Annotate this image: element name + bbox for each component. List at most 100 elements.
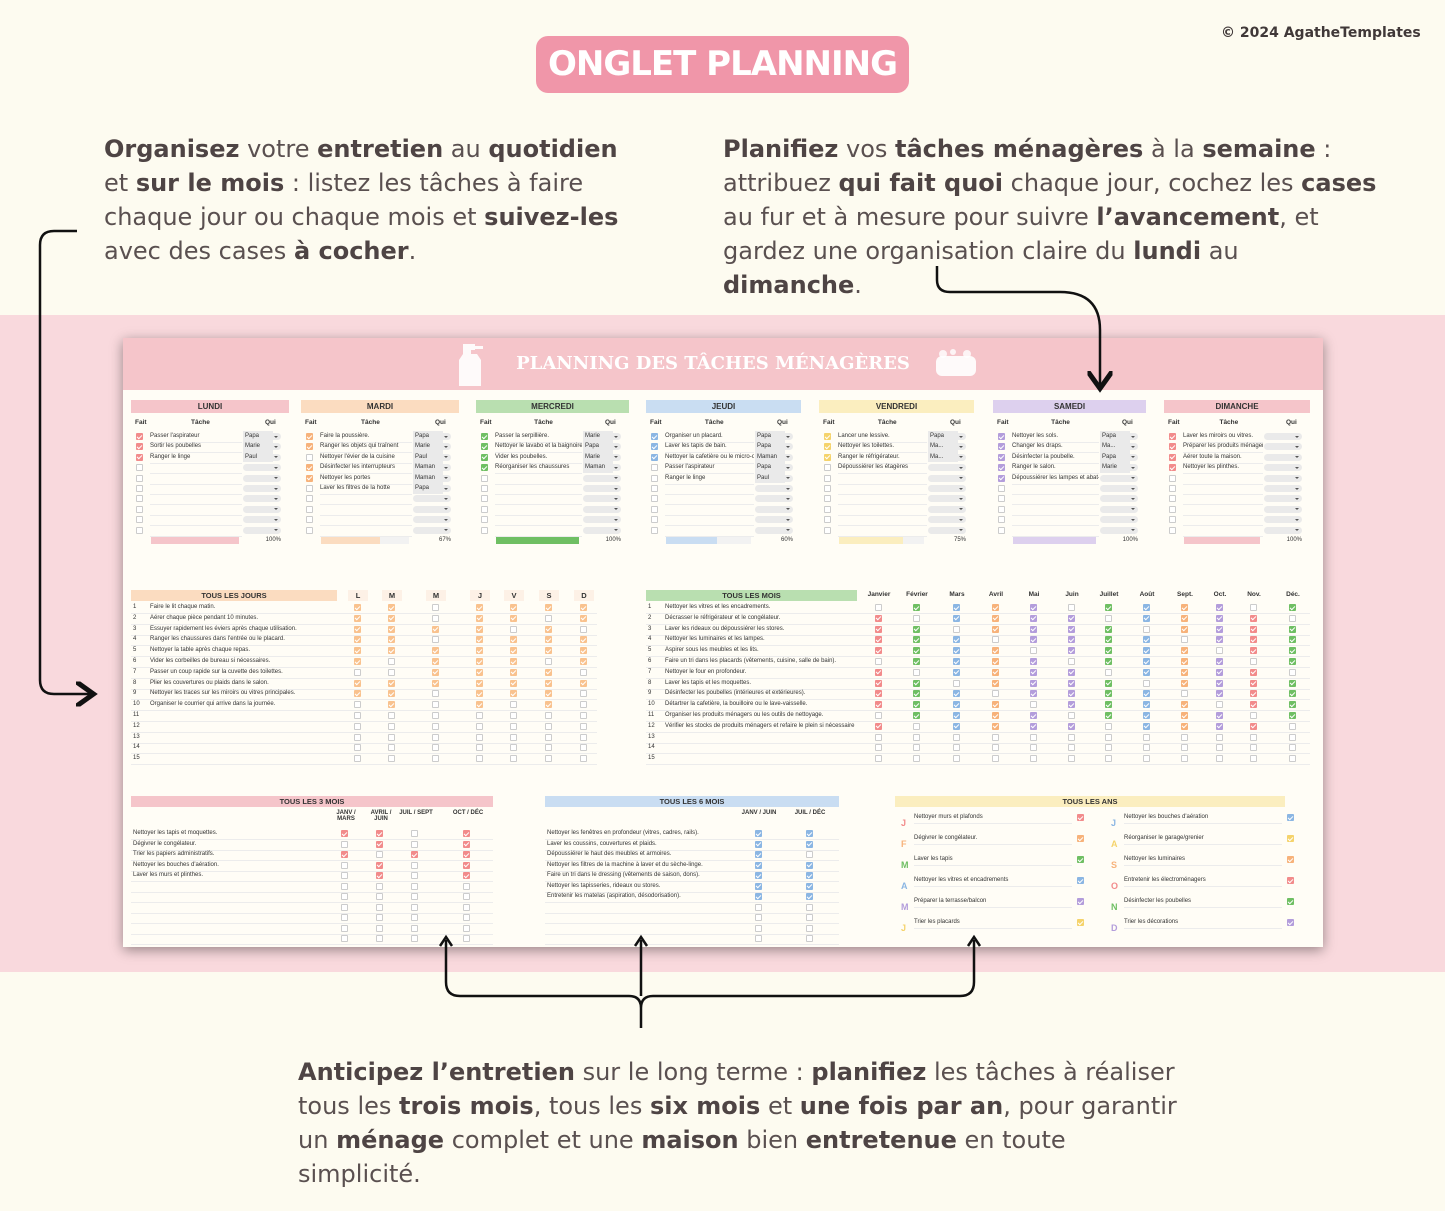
daily-checkbox[interactable] — [388, 744, 395, 752]
monthly-checkbox[interactable] — [1289, 668, 1296, 676]
monthly-checkbox[interactable] — [1289, 701, 1296, 709]
monthly-checkbox[interactable] — [992, 722, 999, 730]
daily-checkbox[interactable] — [354, 679, 361, 687]
monthly-checkbox[interactable] — [1143, 668, 1150, 676]
task-checkbox[interactable] — [481, 464, 488, 472]
daily-checkbox[interactable] — [545, 614, 552, 622]
task-checkbox[interactable] — [651, 516, 658, 524]
daily-checkbox[interactable] — [354, 658, 361, 665]
assignee-dropdown[interactable] — [928, 474, 966, 482]
daily-checkbox[interactable] — [388, 755, 395, 763]
monthly-checkbox[interactable] — [1250, 679, 1257, 687]
task-checkbox[interactable] — [651, 485, 658, 492]
task-checkbox[interactable] — [481, 495, 488, 503]
monthly-checkbox[interactable] — [1216, 668, 1223, 676]
monthly-checkbox[interactable] — [1216, 701, 1223, 709]
monthly-checkbox[interactable] — [913, 690, 920, 698]
daily-checkbox[interactable] — [580, 658, 587, 665]
monthly-checkbox[interactable] — [1030, 722, 1037, 730]
monthly-checkbox[interactable] — [913, 668, 920, 676]
task-checkbox[interactable] — [998, 474, 1005, 482]
monthly-checkbox[interactable] — [913, 625, 920, 633]
daily-checkbox[interactable] — [545, 733, 552, 741]
daily-checkbox[interactable] — [354, 668, 361, 676]
monthly-checkbox[interactable] — [1143, 614, 1150, 622]
monthly-checkbox[interactable] — [953, 679, 960, 687]
daily-checkbox[interactable] — [476, 722, 483, 730]
daily-checkbox[interactable] — [510, 744, 517, 752]
task-checkbox[interactable] — [998, 464, 1005, 472]
daily-checkbox[interactable] — [545, 636, 552, 644]
assignee-dropdown[interactable] — [1264, 464, 1302, 472]
daily-checkbox[interactable] — [580, 668, 587, 676]
daily-checkbox[interactable] — [432, 722, 439, 730]
monthly-checkbox[interactable] — [875, 733, 882, 741]
monthly-checkbox[interactable] — [1216, 604, 1223, 611]
daily-checkbox[interactable] — [545, 722, 552, 730]
daily-checkbox[interactable] — [388, 733, 395, 741]
monthly-checkbox[interactable] — [875, 690, 882, 698]
daily-checkbox[interactable] — [388, 712, 395, 719]
monthly-checkbox[interactable] — [1105, 733, 1112, 741]
monthly-checkbox[interactable] — [1068, 625, 1075, 633]
monthly-checkbox[interactable] — [1068, 690, 1075, 698]
monthly-checkbox[interactable] — [992, 690, 999, 698]
assignee-dropdown[interactable] — [243, 464, 281, 472]
task-checkbox[interactable] — [481, 526, 488, 534]
daily-checkbox[interactable] — [432, 647, 439, 655]
monthly-checkbox[interactable] — [1216, 722, 1223, 730]
monthly-checkbox[interactable] — [992, 625, 999, 633]
assignee-dropdown[interactable] — [1264, 453, 1302, 461]
daily-checkbox[interactable] — [476, 668, 483, 676]
daily-checkbox[interactable] — [388, 679, 395, 687]
daily-checkbox[interactable] — [388, 722, 395, 730]
assignee-dropdown[interactable] — [1264, 526, 1302, 534]
task-checkbox[interactable] — [306, 443, 313, 451]
assignee-dropdown[interactable] — [583, 505, 621, 513]
monthly-checkbox[interactable] — [1030, 636, 1037, 644]
daily-checkbox[interactable] — [476, 636, 483, 644]
daily-checkbox[interactable] — [545, 625, 552, 633]
monthly-checkbox[interactable] — [953, 625, 960, 633]
monthly-checkbox[interactable] — [1216, 625, 1223, 633]
monthly-checkbox[interactable] — [1289, 679, 1296, 687]
assignee-dropdown[interactable] — [1100, 485, 1138, 492]
daily-checkbox[interactable] — [510, 614, 517, 622]
assignee-dropdown[interactable] — [1100, 526, 1138, 534]
monthly-checkbox[interactable] — [1250, 658, 1257, 665]
task-checkbox[interactable] — [136, 516, 143, 524]
assignee-dropdown[interactable] — [1100, 516, 1138, 524]
daily-checkbox[interactable] — [580, 636, 587, 644]
monthly-checkbox[interactable] — [953, 604, 960, 611]
monthly-checkbox[interactable] — [1250, 668, 1257, 676]
daily-checkbox[interactable] — [388, 614, 395, 622]
assignee-dropdown[interactable] — [928, 495, 966, 503]
task-checkbox[interactable] — [824, 505, 831, 513]
monthly-checkbox[interactable] — [992, 679, 999, 687]
daily-checkbox[interactable] — [388, 604, 395, 611]
daily-checkbox[interactable] — [476, 647, 483, 655]
monthly-checkbox[interactable] — [953, 712, 960, 719]
task-checkbox[interactable] — [136, 474, 143, 482]
monthly-checkbox[interactable] — [953, 636, 960, 644]
daily-checkbox[interactable] — [432, 690, 439, 698]
task-checkbox[interactable] — [1169, 505, 1176, 513]
task-checkbox[interactable] — [651, 453, 658, 461]
monthly-checkbox[interactable] — [1216, 679, 1223, 687]
daily-checkbox[interactable] — [388, 625, 395, 633]
task-checkbox[interactable] — [306, 474, 313, 482]
monthly-checkbox[interactable] — [992, 647, 999, 655]
monthly-checkbox[interactable] — [953, 690, 960, 698]
task-checkbox[interactable] — [824, 485, 831, 492]
monthly-checkbox[interactable] — [875, 722, 882, 730]
monthly-checkbox[interactable] — [1105, 658, 1112, 665]
monthly-checkbox[interactable] — [1105, 722, 1112, 730]
task-checkbox[interactable] — [136, 505, 143, 513]
daily-checkbox[interactable] — [432, 733, 439, 741]
monthly-checkbox[interactable] — [1181, 712, 1188, 719]
monthly-checkbox[interactable] — [1289, 614, 1296, 622]
monthly-checkbox[interactable] — [1068, 701, 1075, 709]
monthly-checkbox[interactable] — [1143, 733, 1150, 741]
monthly-checkbox[interactable] — [1068, 604, 1075, 611]
monthly-checkbox[interactable] — [1216, 733, 1223, 741]
